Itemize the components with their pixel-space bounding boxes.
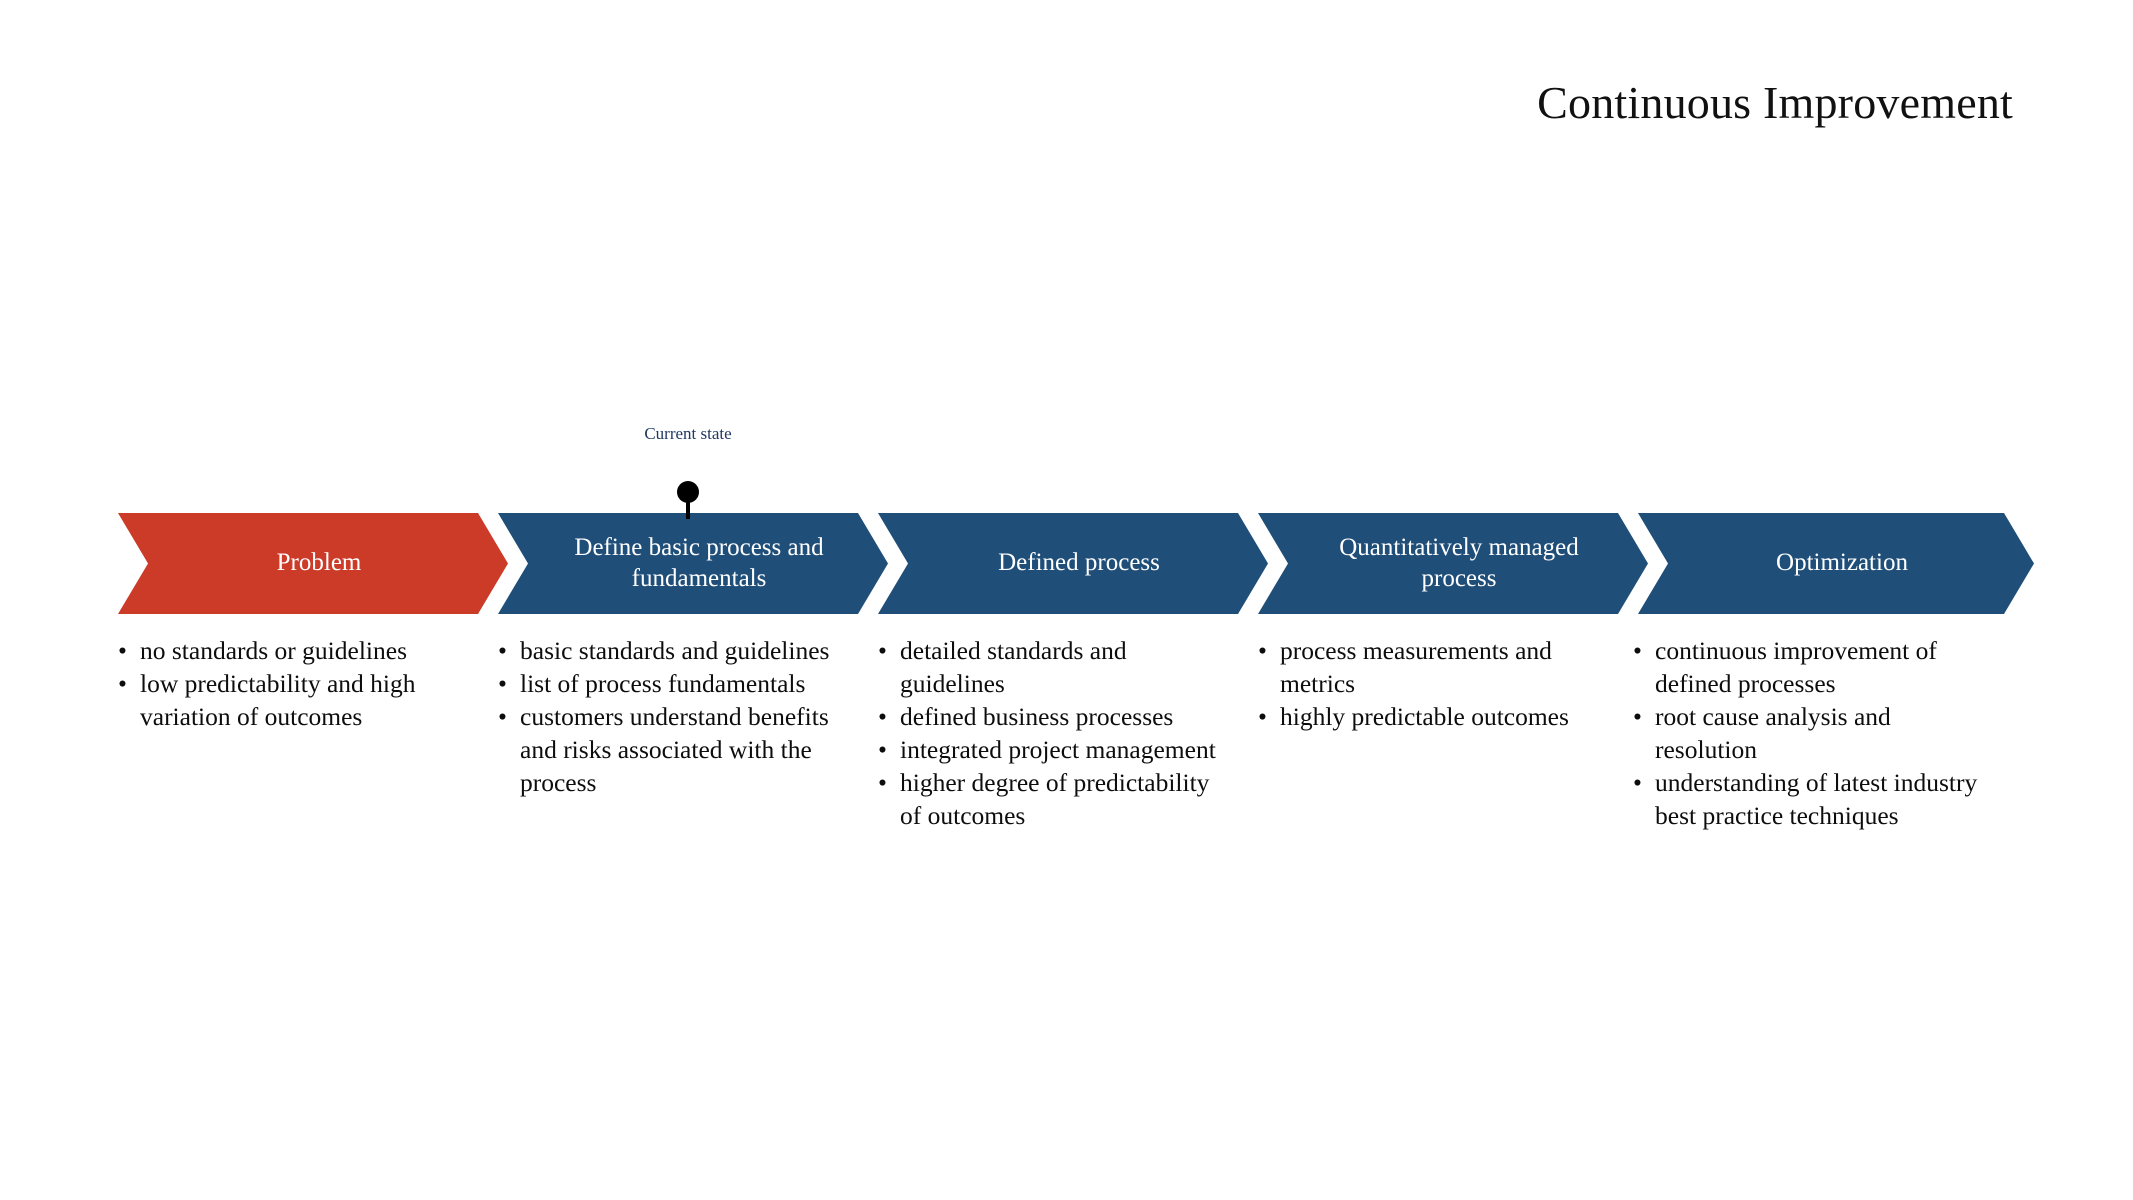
list-item: no standards or guidelines <box>118 634 428 667</box>
stage-chevron-label: Quantitatively managed process <box>1339 534 1579 592</box>
stage-bullet-column-2: basic standards and guidelineslist of pr… <box>498 634 868 799</box>
stage-chevron-label: Problem <box>276 549 362 577</box>
stage-bullet-column-5: continuous improvement of defined proces… <box>1633 634 1983 832</box>
stage-bullet-columns: no standards or guidelineslow predictabi… <box>118 634 2018 934</box>
list-item: low predictability and high variation of… <box>118 667 428 733</box>
list-item: defined business processes <box>878 700 1228 733</box>
stage-bullet-list: continuous improvement of defined proces… <box>1633 634 1983 832</box>
stage-chevron-label: Defined process <box>998 549 1160 577</box>
stage-chevron-label: Optimization <box>1776 549 1908 577</box>
stage-chevron-4[interactable]: Quantitatively managed process <box>1258 513 1648 614</box>
stage-bullet-list: process measurements and metricshighly p… <box>1258 634 1608 733</box>
stage-bullet-list: no standards or guidelineslow predictabi… <box>118 634 428 733</box>
stage-bullet-column-1: no standards or guidelineslow predictabi… <box>118 634 428 733</box>
list-item: basic standards and guidelines <box>498 634 868 667</box>
list-item: process measurements and metrics <box>1258 634 1608 700</box>
stage-chevron-2[interactable]: Define basic process and fundamentals <box>498 513 888 614</box>
stage-bullet-column-3: detailed standards and guidelinesdefined… <box>878 634 1228 832</box>
stage-chevron-3[interactable]: Defined process <box>878 513 1268 614</box>
list-item: understanding of latest industry best pr… <box>1633 766 1983 832</box>
map-pin-stem-icon <box>686 497 690 519</box>
current-state-label: Current state <box>644 424 732 443</box>
list-item: highly predictable outcomes <box>1258 700 1608 733</box>
list-item: higher degree of predictability of outco… <box>878 766 1228 832</box>
stage-bullet-list: detailed standards and guidelinesdefined… <box>878 634 1228 832</box>
stage-bullet-column-4: process measurements and metricshighly p… <box>1258 634 1608 733</box>
stage-chevron-1[interactable]: Problem <box>118 513 508 614</box>
list-item: integrated project management <box>878 733 1228 766</box>
list-item: root cause analysis and resolution <box>1633 700 1983 766</box>
map-pin-icon <box>677 481 699 503</box>
page-title: Continuous Improvement <box>1537 77 2013 128</box>
stage-chevron-5[interactable]: Optimization <box>1638 513 2034 614</box>
stage-bullet-list: basic standards and guidelineslist of pr… <box>498 634 868 799</box>
list-item: customers understand benefits and risks … <box>498 700 868 799</box>
stage-chevron-label: Define basic process and fundamentals <box>574 534 824 592</box>
list-item: list of process fundamentals <box>498 667 868 700</box>
stage-chevron-band: Problem Define basic process and fundamen… <box>118 513 2014 614</box>
list-item: continuous improvement of defined proces… <box>1633 634 1983 700</box>
list-item: detailed standards and guidelines <box>878 634 1228 700</box>
